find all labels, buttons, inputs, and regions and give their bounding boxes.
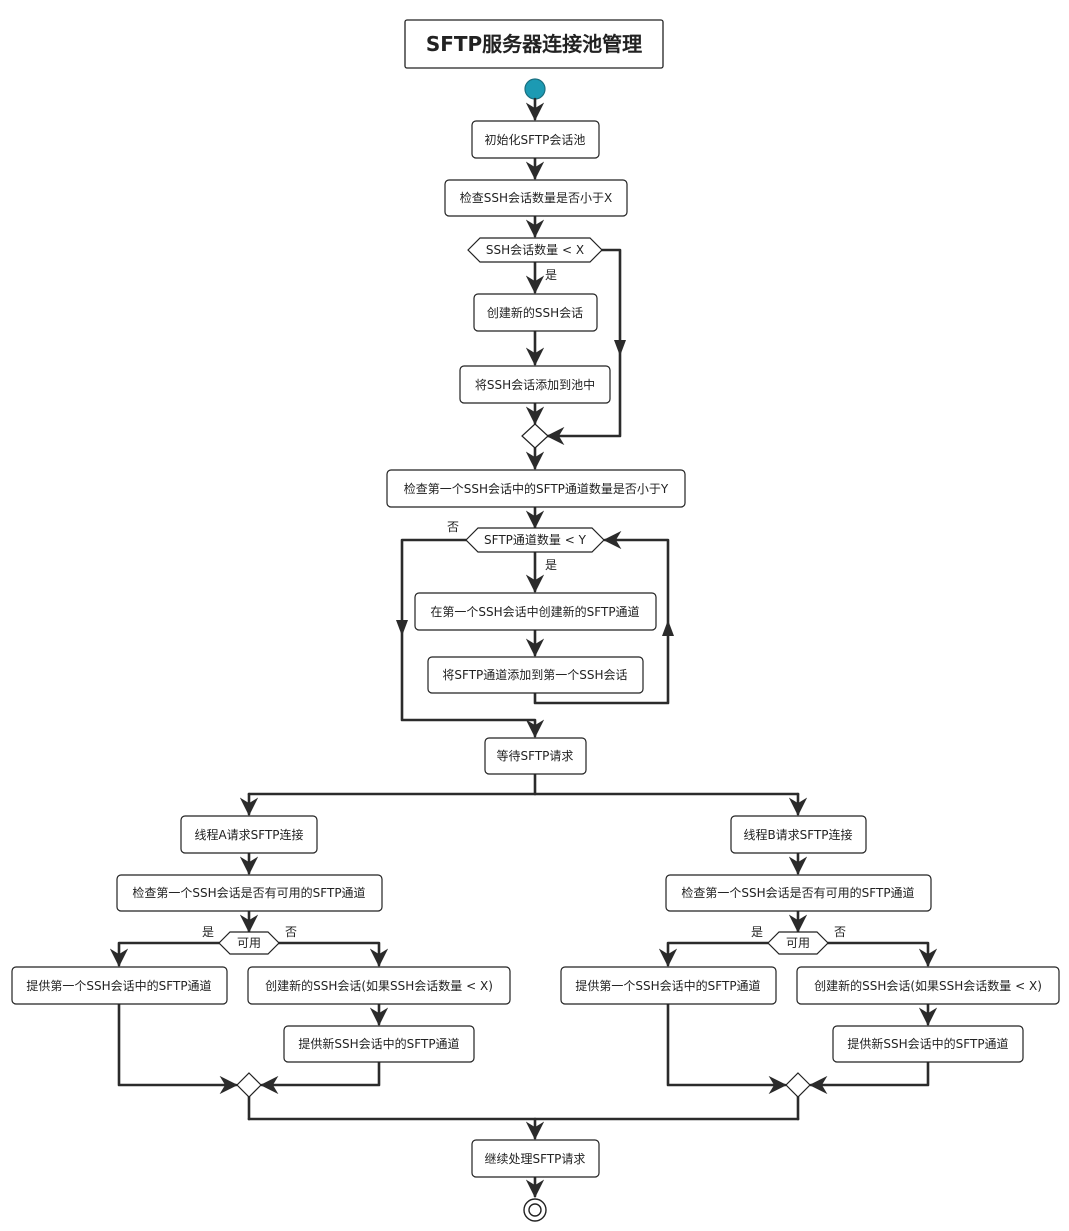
node-create-sftp: 在第一个SSH会话中创建新的SFTP通道 bbox=[414, 592, 657, 631]
merge-ssh bbox=[521, 423, 549, 449]
label-yes-b: 是 bbox=[751, 925, 763, 939]
node-provide-first-a: 提供第一个SSH会话中的SFTP通道 bbox=[11, 966, 228, 1005]
start-node bbox=[524, 78, 546, 100]
svg-text:提供新SSH会话中的SFTP通道: 提供新SSH会话中的SFTP通道 bbox=[847, 1036, 1008, 1051]
node-create-new-b: 创建新的SSH会话(如果SSH会话数量 < X) bbox=[796, 966, 1060, 1005]
node-thread-b: 线程B请求SFTP连接 bbox=[730, 815, 867, 854]
svg-text:提供第一个SSH会话中的SFTP通道: 提供第一个SSH会话中的SFTP通道 bbox=[575, 978, 760, 993]
label-yes-a: 是 bbox=[202, 925, 214, 939]
diagram-title: SFTP服务器连接池管理 bbox=[404, 19, 664, 69]
svg-text:可用: 可用 bbox=[786, 936, 810, 950]
merge-a bbox=[236, 1072, 262, 1098]
svg-text:创建新的SSH会话: 创建新的SSH会话 bbox=[487, 305, 583, 320]
decision-ssh-count: SSH会话数量 < X bbox=[467, 237, 603, 263]
merge-b bbox=[785, 1072, 811, 1098]
svg-text:初始化SFTP会话池: 初始化SFTP会话池 bbox=[485, 133, 586, 147]
decision-available-b: 可用 bbox=[767, 931, 829, 955]
node-check-a: 检查第一个SSH会话是否有可用的SFTP通道 bbox=[116, 874, 383, 912]
svg-text:等待SFTP请求: 等待SFTP请求 bbox=[497, 749, 574, 763]
node-provide-new-b: 提供新SSH会话中的SFTP通道 bbox=[832, 1025, 1024, 1063]
node-thread-a: 线程A请求SFTP连接 bbox=[180, 815, 318, 854]
node-init: 初始化SFTP会话池 bbox=[471, 120, 600, 159]
node-provide-new-a: 提供新SSH会话中的SFTP通道 bbox=[283, 1025, 475, 1063]
node-add-sftp: 将SFTP通道添加到第一个SSH会话 bbox=[427, 656, 644, 694]
svg-text:线程A请求SFTP连接: 线程A请求SFTP连接 bbox=[194, 827, 303, 842]
title-text: SFTP服务器连接池管理 bbox=[426, 32, 642, 56]
label-no-sftp: 否 bbox=[447, 520, 459, 534]
label-yes-sftp: 是 bbox=[545, 558, 557, 572]
node-check-b: 检查第一个SSH会话是否有可用的SFTP通道 bbox=[665, 874, 932, 912]
svg-text:线程B请求SFTP连接: 线程B请求SFTP连接 bbox=[743, 827, 852, 842]
svg-text:检查第一个SSH会话是否有可用的SFTP通道: 检查第一个SSH会话是否有可用的SFTP通道 bbox=[681, 885, 914, 900]
node-create-new-a: 创建新的SSH会话(如果SSH会话数量 < X) bbox=[247, 966, 511, 1005]
node-check-sftp: 检查第一个SSH会话中的SFTP通道数量是否小于Y bbox=[386, 469, 686, 508]
svg-text:检查第一个SSH会话中的SFTP通道数量是否小于Y: 检查第一个SSH会话中的SFTP通道数量是否小于Y bbox=[404, 481, 669, 496]
decision-sftp-count: SFTP通道数量 < Y bbox=[465, 527, 605, 553]
svg-text:SSH会话数量 < X: SSH会话数量 < X bbox=[486, 242, 584, 257]
svg-text:检查SSH会话数量是否小于X: 检查SSH会话数量是否小于X bbox=[460, 190, 612, 205]
node-check-ssh: 检查SSH会话数量是否小于X bbox=[444, 179, 628, 217]
edges bbox=[109, 97, 938, 1198]
svg-text:创建新的SSH会话(如果SSH会话数量 < X): 创建新的SSH会话(如果SSH会话数量 < X) bbox=[814, 978, 1042, 993]
svg-text:在第一个SSH会话中创建新的SFTP通道: 在第一个SSH会话中创建新的SFTP通道 bbox=[430, 604, 639, 619]
node-continue: 继续处理SFTP请求 bbox=[471, 1139, 600, 1178]
label-yes-ssh: 是 bbox=[545, 268, 557, 282]
node-wait: 等待SFTP请求 bbox=[484, 737, 587, 775]
svg-text:继续处理SFTP请求: 继续处理SFTP请求 bbox=[485, 1152, 586, 1166]
svg-text:可用: 可用 bbox=[237, 936, 261, 950]
svg-text:将SSH会话添加到池中: 将SSH会话添加到池中 bbox=[475, 377, 595, 392]
end-node bbox=[523, 1198, 547, 1222]
svg-text:创建新的SSH会话(如果SSH会话数量 < X): 创建新的SSH会话(如果SSH会话数量 < X) bbox=[265, 978, 493, 993]
decision-available-a: 可用 bbox=[218, 931, 280, 955]
svg-text:提供第一个SSH会话中的SFTP通道: 提供第一个SSH会话中的SFTP通道 bbox=[26, 978, 211, 993]
svg-text:SFTP通道数量 < Y: SFTP通道数量 < Y bbox=[484, 532, 587, 547]
svg-text:提供新SSH会话中的SFTP通道: 提供新SSH会话中的SFTP通道 bbox=[298, 1036, 459, 1051]
node-add-ssh: 将SSH会话添加到池中 bbox=[459, 365, 611, 404]
node-provide-first-b: 提供第一个SSH会话中的SFTP通道 bbox=[560, 966, 777, 1005]
node-create-ssh: 创建新的SSH会话 bbox=[473, 293, 598, 332]
label-no-b: 否 bbox=[834, 925, 846, 939]
svg-text:检查第一个SSH会话是否有可用的SFTP通道: 检查第一个SSH会话是否有可用的SFTP通道 bbox=[132, 885, 365, 900]
svg-text:将SFTP通道添加到第一个SSH会话: 将SFTP通道添加到第一个SSH会话 bbox=[442, 668, 627, 682]
label-no-a: 否 bbox=[285, 925, 297, 939]
